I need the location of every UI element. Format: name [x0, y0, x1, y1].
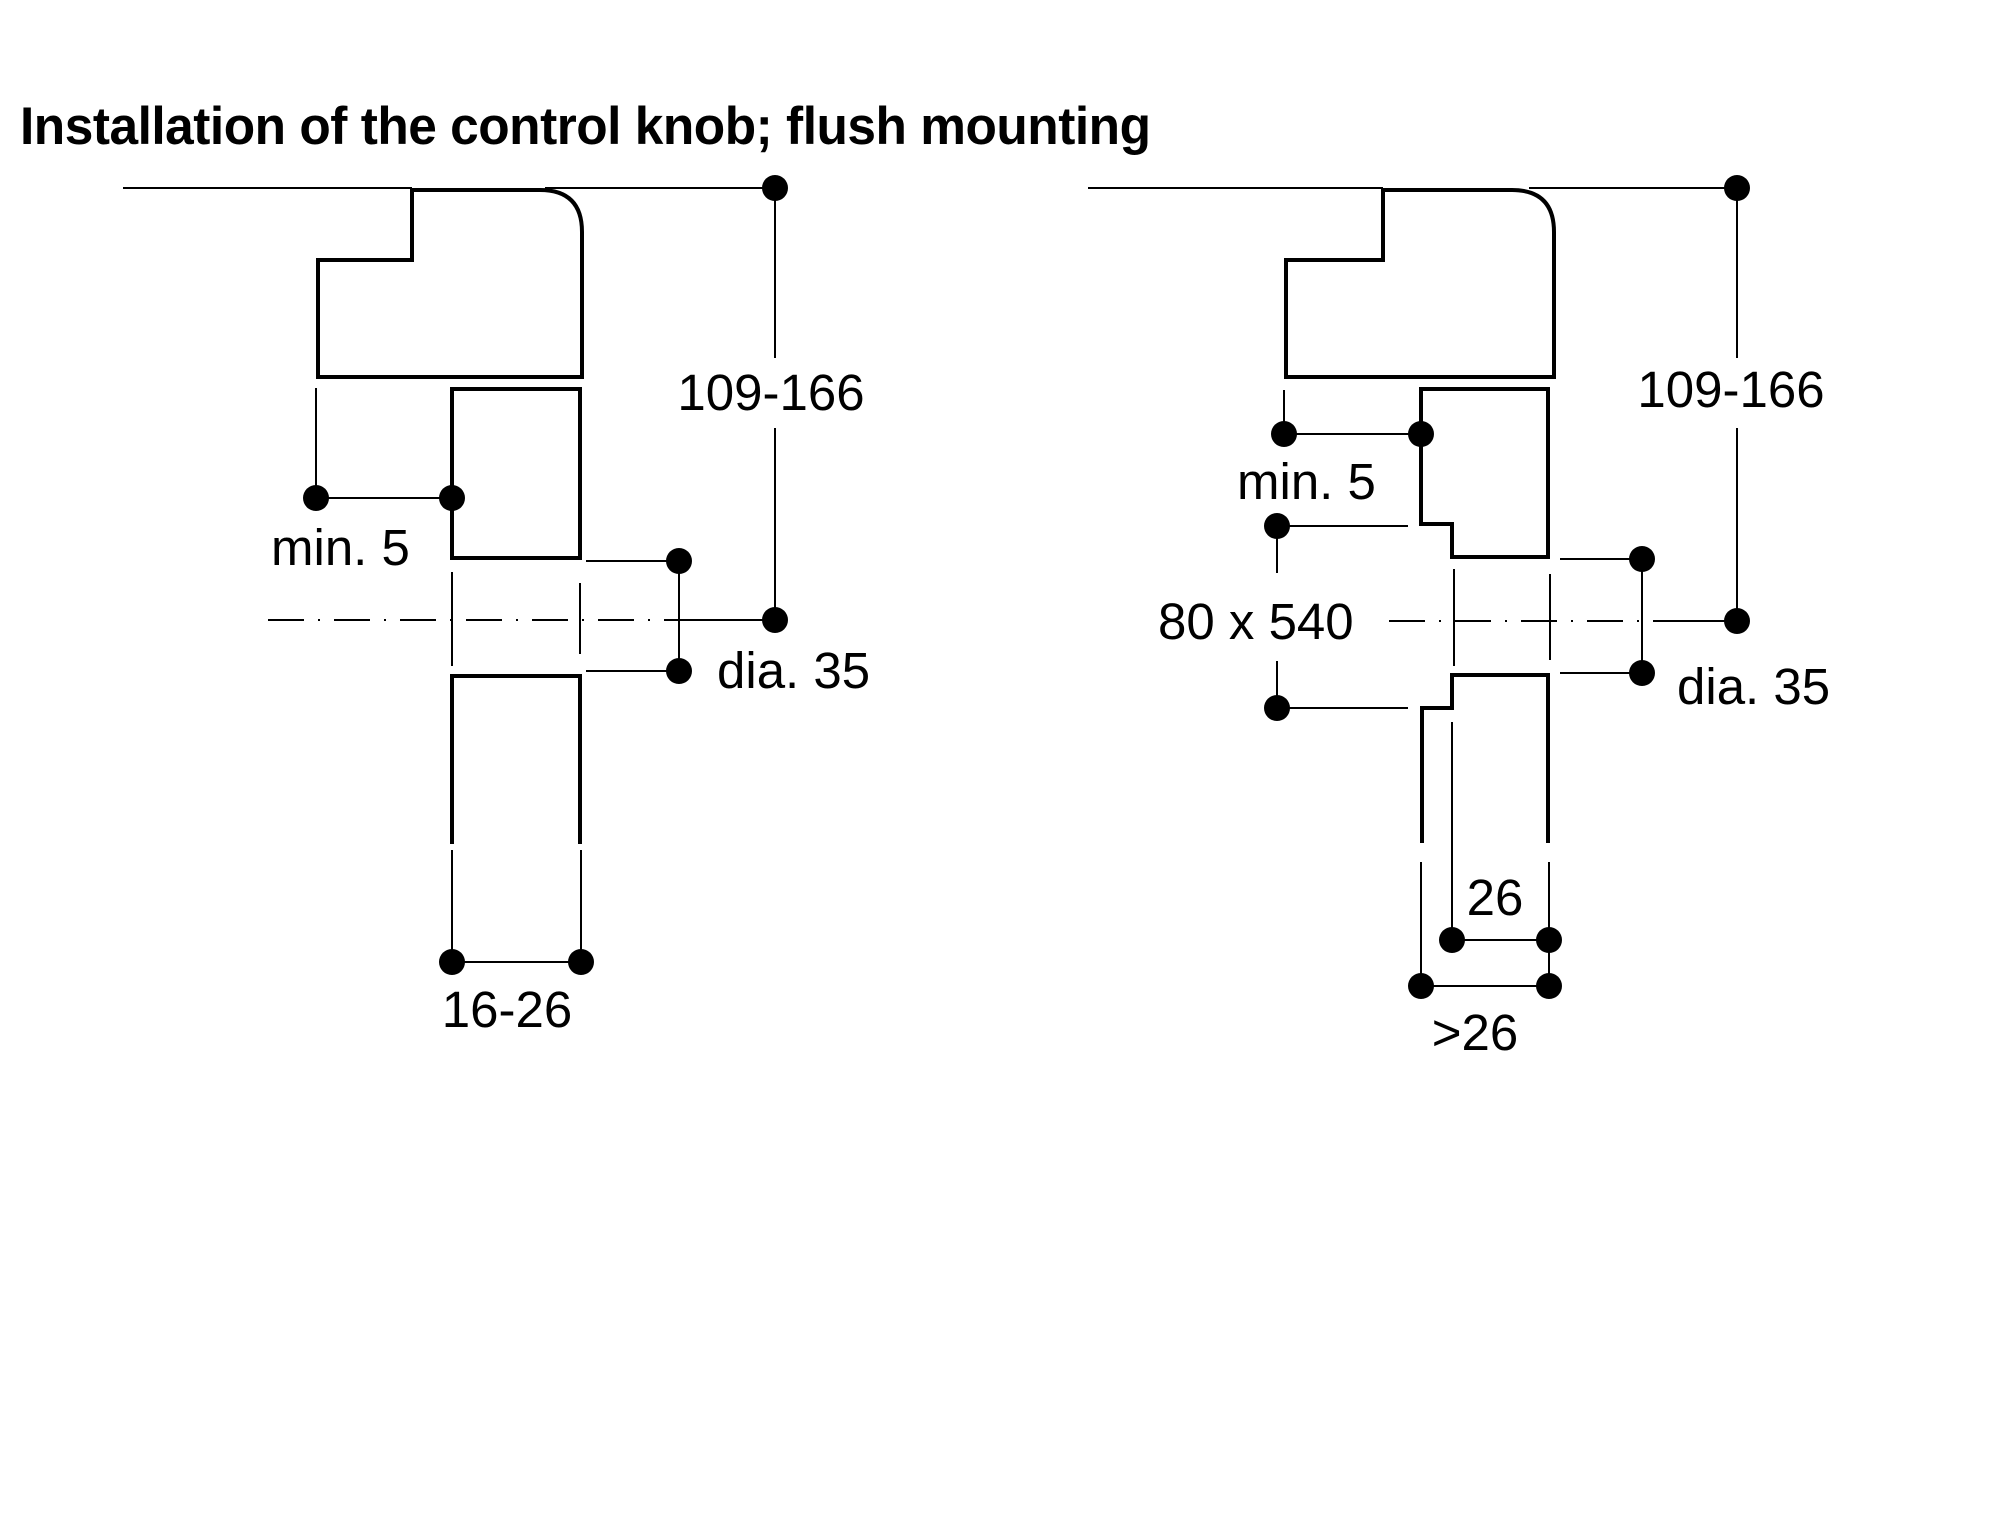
dimension-dot	[1536, 973, 1562, 999]
dimension-dot	[762, 175, 788, 201]
dimension-dot	[1536, 927, 1562, 953]
dimension-dot	[1439, 927, 1465, 953]
panel-thickness-label: 16-26	[442, 981, 572, 1038]
lower-stepped-panel-section	[1420, 673, 1550, 843]
diagram-title: Installation of the control knob; flush …	[20, 97, 1151, 156]
dimension-dot	[1408, 421, 1434, 447]
min-gap-label: min. 5	[271, 519, 410, 576]
dimension-dot	[1271, 421, 1297, 447]
inner-thickness-label: 26	[1467, 869, 1524, 926]
dimension-dot	[439, 949, 465, 975]
dimension-dot	[666, 548, 692, 574]
height-range-label: 109-166	[1637, 361, 1824, 418]
upper-stepped-panel-section	[1419, 387, 1550, 559]
dimension-dot	[762, 607, 788, 633]
dimension-dot	[303, 485, 329, 511]
hole-diameter-label: dia. 35	[717, 642, 870, 699]
dimension-dot	[1408, 973, 1434, 999]
left-diagram: min. 5 dia. 35 109-166 16-26	[123, 175, 870, 1038]
dimension-dot	[1724, 175, 1750, 201]
dimension-dot	[666, 658, 692, 684]
lower-panel-section	[450, 674, 582, 844]
dimension-dot	[1724, 608, 1750, 634]
hole-diameter-label: dia. 35	[1677, 658, 1830, 715]
outer-thickness-label: >26	[1432, 1004, 1519, 1061]
dimension-dot	[568, 949, 594, 975]
height-range-label: 109-166	[677, 364, 864, 421]
right-diagram: min. 5 80 x 540 dia. 35 109-166	[1088, 175, 1830, 1061]
cutout-size-label: 80 x 540	[1158, 593, 1354, 650]
dimension-dot	[1629, 546, 1655, 572]
dimension-dot	[439, 485, 465, 511]
control-knob-section	[316, 188, 584, 379]
dimension-dot	[1629, 660, 1655, 686]
upper-panel-section	[450, 387, 582, 560]
dimension-dot	[1264, 695, 1290, 721]
dimension-dot	[1264, 513, 1290, 539]
control-knob-section	[1284, 188, 1556, 379]
min-gap-label: min. 5	[1237, 453, 1376, 510]
